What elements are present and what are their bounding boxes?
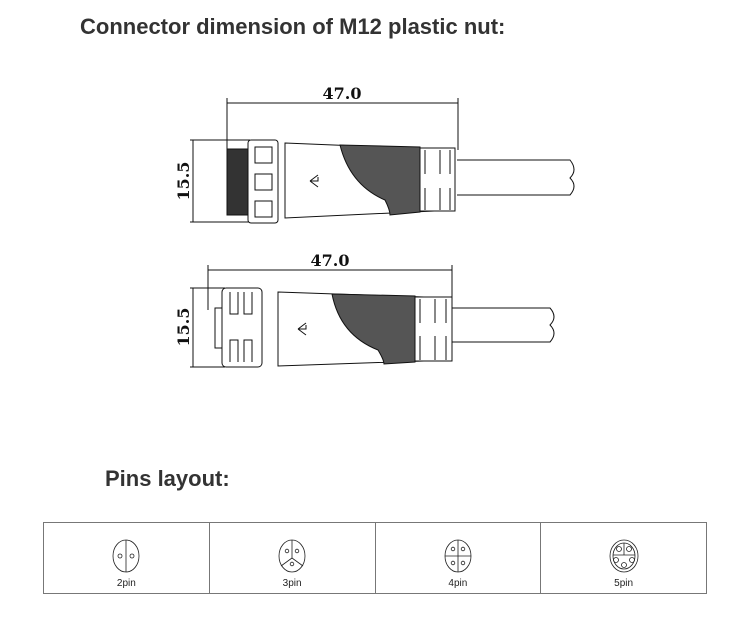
diameter-dimension: 15.5 bbox=[174, 308, 193, 347]
pin-label: 4pin bbox=[448, 578, 468, 589]
pins-layout-table: 2pin 3pin 4pin 5pin bbox=[43, 522, 707, 594]
pin-label: 5pin bbox=[614, 578, 634, 589]
pin-label: 2pin bbox=[116, 578, 136, 589]
4pin-layout-icon bbox=[444, 539, 472, 573]
pins-layout-title: Pins layout: bbox=[105, 466, 230, 491]
connector-drawings: 47.0 15.5 47.0 15.5 bbox=[174, 84, 575, 368]
page-title: Connector dimension of M12 plastic nut: bbox=[80, 14, 506, 39]
length-dimension: 47.0 bbox=[323, 84, 362, 103]
length-dimension: 47.0 bbox=[311, 251, 350, 270]
pin-cell-2pin: 2pin bbox=[43, 522, 210, 594]
male-connector-drawing: 47.0 15.5 bbox=[174, 84, 575, 224]
pin-cell-5pin: 5pin bbox=[540, 522, 707, 594]
3pin-layout-icon bbox=[278, 539, 306, 573]
female-connector-drawing: 47.0 15.5 bbox=[174, 251, 555, 368]
2pin-layout-icon bbox=[112, 539, 140, 573]
pin-cell-3pin: 3pin bbox=[208, 522, 376, 594]
diameter-dimension: 15.5 bbox=[174, 162, 193, 201]
pin-cell-4pin: 4pin bbox=[374, 522, 542, 594]
5pin-layout-icon bbox=[609, 539, 639, 573]
pin-label: 3pin bbox=[282, 578, 302, 589]
